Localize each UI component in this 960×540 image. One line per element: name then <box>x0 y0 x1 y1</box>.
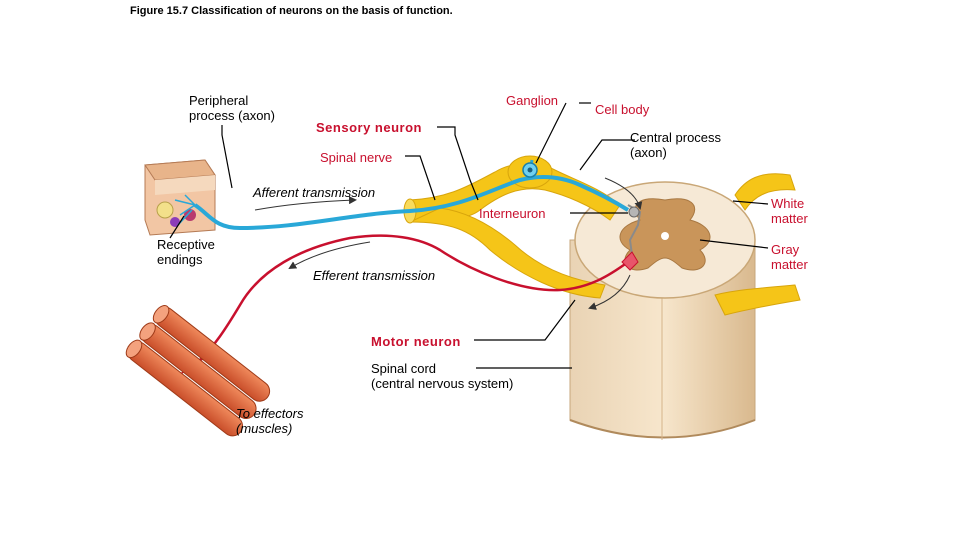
sensory-neuron-label: Sensory neuron <box>316 120 422 135</box>
white-matter-line2: matter <box>771 211 808 226</box>
cord-arrow-out <box>588 274 631 310</box>
receptive-endings-line1: Receptive <box>157 237 215 252</box>
afferent-arrow <box>254 196 357 211</box>
to-effectors-label: To effectors (muscles) <box>236 406 303 436</box>
cell-body-label: Cell body <box>595 102 650 117</box>
spinal-nerve-roots <box>714 173 801 316</box>
to-effectors-line2: (muscles) <box>236 421 293 436</box>
leader-lines <box>169 102 769 369</box>
to-effectors-line1: To effectors <box>236 406 304 421</box>
interneuron-label: Interneuron <box>479 206 546 221</box>
receptive-endings-line2: endings <box>157 252 203 267</box>
central-process-label: Central process (axon) <box>630 130 721 160</box>
white-matter-line1: White <box>771 196 805 211</box>
central-process-line2: (axon) <box>630 145 667 160</box>
spinal-cord-label: Spinal cord (central nervous system) <box>371 361 513 391</box>
peripheral-process-line1: Peripheral <box>189 93 249 108</box>
peripheral-process-line2: process (axon) <box>189 108 275 123</box>
figure-title: Figure 15.7 Classification of neurons on… <box>130 5 453 17</box>
efferent-arrow <box>288 241 371 270</box>
muscle-effectors <box>125 305 271 437</box>
receptive-endings-label: Receptive endings <box>157 237 215 267</box>
spinal-cord-line1: Spinal cord <box>371 361 437 376</box>
cord-arrow-in <box>604 177 643 210</box>
motor-neuron-axon <box>174 234 639 379</box>
white-matter-label: White matter <box>771 196 808 226</box>
ganglion-label: Ganglion <box>506 93 559 108</box>
peripheral-process-label: Peripheral process (axon) <box>189 93 275 123</box>
spinal-nerve-label: Spinal nerve <box>320 150 393 165</box>
gray-matter-line1: Gray <box>771 242 800 257</box>
gray-matter-label: Gray matter <box>771 242 808 272</box>
motor-neuron-label: Motor neuron <box>371 334 461 349</box>
efferent-transmission-label: Efferent transmission <box>313 268 436 283</box>
spinal-cord <box>569 181 756 440</box>
afferent-transmission-label: Afferent transmission <box>253 185 376 200</box>
skin-block <box>144 159 216 236</box>
spinal-cord-line2: (central nervous system) <box>371 376 514 391</box>
sensory-neuron-axon <box>174 159 630 231</box>
gray-matter-line2: matter <box>771 257 808 272</box>
central-process-line1: Central process <box>630 130 722 145</box>
